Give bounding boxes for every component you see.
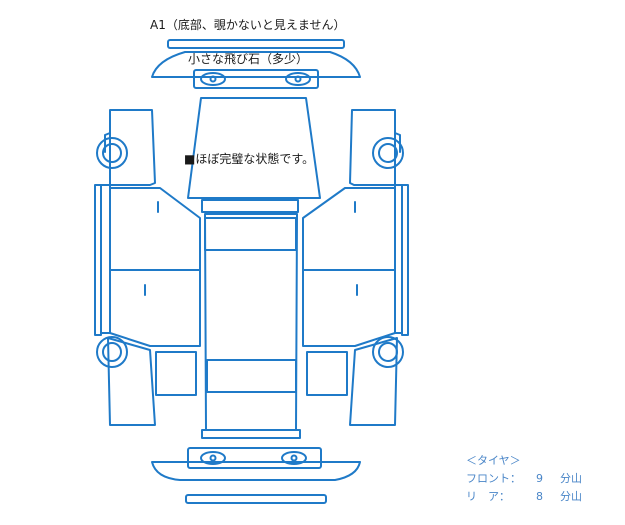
tire-rear-value: 8: [536, 490, 543, 503]
condition-note: ■ほぼ完璧な状態です。: [184, 152, 315, 166]
tire-info: ＜タイヤ＞ フロント： 9 分山 リ ア： 8 分山: [466, 452, 582, 506]
right-side-panels: [302, 109, 409, 426]
hood: [187, 97, 321, 199]
tire-rear-label: リ ア：: [466, 490, 510, 503]
chip-note: 小さな飛び石（多少）: [188, 52, 309, 66]
roof: [201, 199, 301, 439]
tire-front-label: フロント：: [466, 472, 521, 485]
tire-rear-row: リ ア： 8 分山: [466, 488, 582, 506]
rear-bumper: [151, 447, 361, 504]
tire-front-unit: 分山: [560, 472, 582, 485]
front-bumper: [151, 39, 361, 89]
tire-rear-unit: 分山: [560, 490, 582, 503]
left-side-panels: [94, 109, 201, 426]
underbody-note: A1（底部、覗かないと見えません）: [150, 18, 346, 32]
tire-title: ＜タイヤ＞: [466, 454, 521, 467]
tire-front-row: フロント： 9 分山: [466, 470, 582, 488]
tire-front-value: 9: [536, 472, 543, 485]
